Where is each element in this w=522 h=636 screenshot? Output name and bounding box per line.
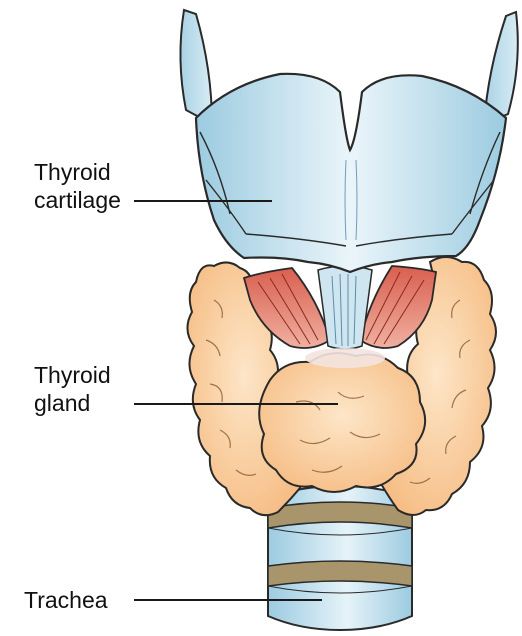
label-thyroid-gland: Thyroid gland [34,361,111,417]
trachea [268,486,412,630]
label-thyroid-cartilage: Thyroid cartilage [34,158,121,214]
thyroid-cartilage [180,10,517,272]
label-trachea: Trachea [24,586,108,614]
gland-isthmus [259,353,425,492]
label-thyroid-gland-line1: Thyroid [34,361,111,389]
label-thyroid-cartilage-line2: cartilage [34,186,121,214]
label-thyroid-cartilage-line1: Thyroid [34,158,121,186]
label-trachea-line1: Trachea [24,586,108,614]
label-thyroid-gland-line2: gland [34,389,111,417]
